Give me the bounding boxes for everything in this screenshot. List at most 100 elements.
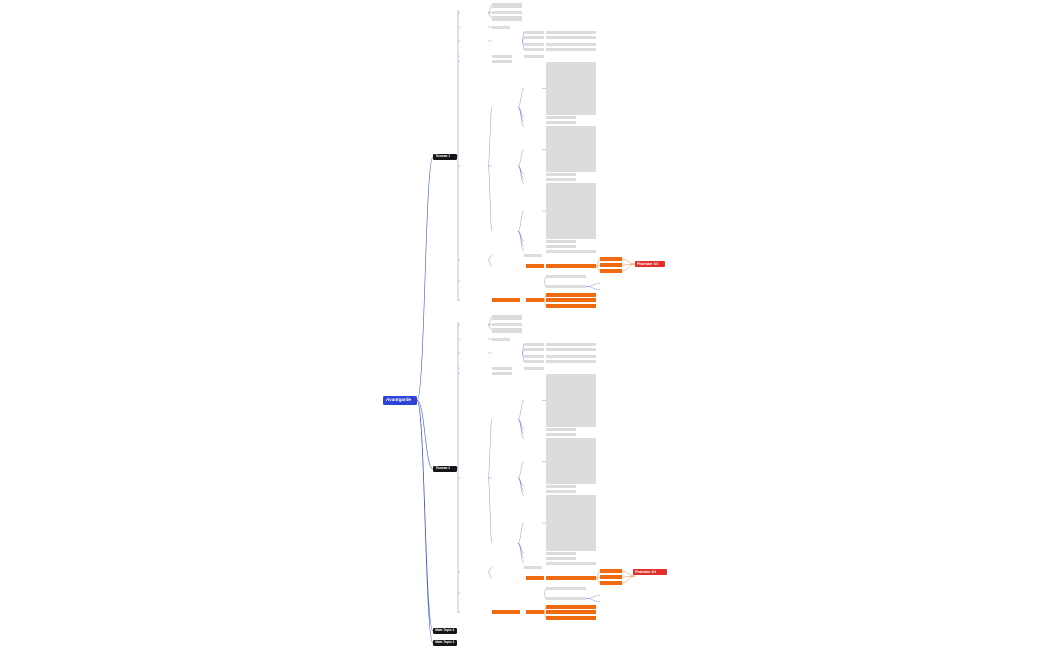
level1-node[interactable] (460, 26, 488, 29)
level1-node[interactable] (460, 477, 488, 480)
cell-node[interactable] (546, 47, 596, 51)
leaf-node[interactable] (546, 285, 586, 288)
orange-leaf-node[interactable] (600, 581, 622, 585)
level2-node[interactable] (492, 40, 522, 43)
level3-node[interactable] (524, 522, 542, 525)
level3-node[interactable] (524, 240, 542, 243)
cell-node[interactable] (524, 354, 544, 358)
level1-node[interactable] (460, 259, 488, 262)
leaf-node[interactable] (492, 55, 512, 58)
level2-node[interactable] (492, 106, 518, 109)
orange-leaf-node[interactable] (600, 269, 622, 273)
level3-node[interactable] (524, 433, 542, 436)
level3-node[interactable] (524, 485, 542, 488)
orange-leaf-node[interactable] (600, 257, 622, 261)
main-topic-1[interactable]: Thomas 1 (433, 154, 457, 160)
cell-node[interactable] (546, 42, 596, 46)
level1-node[interactable] (460, 40, 488, 43)
level2-node[interactable] (492, 566, 520, 569)
orange-leaf-node[interactable] (600, 575, 622, 579)
level3-node[interactable] (524, 126, 542, 129)
level3-node[interactable] (524, 438, 542, 441)
orange-leaf-node[interactable] (546, 304, 596, 308)
text-block-node[interactable] (546, 127, 596, 172)
level3-node[interactable] (524, 121, 542, 124)
level2-node[interactable] (492, 280, 520, 283)
cell-node[interactable] (524, 347, 544, 351)
leaf-node[interactable] (546, 249, 596, 253)
level3-node[interactable] (524, 116, 542, 119)
level1-node[interactable] (460, 12, 488, 15)
level4-node[interactable] (600, 288, 622, 291)
level1-node[interactable] (460, 611, 488, 614)
leaf-node[interactable] (546, 115, 576, 119)
leaf-node[interactable] (546, 551, 576, 555)
level3-node[interactable] (524, 173, 542, 176)
cell-node[interactable] (524, 47, 544, 51)
level3-node[interactable] (524, 562, 542, 565)
level2-node[interactable] (492, 254, 520, 257)
level2-node[interactable] (492, 592, 520, 595)
leaf-node[interactable] (546, 489, 576, 493)
level2-node[interactable] (492, 542, 518, 545)
text-block-node[interactable] (546, 62, 596, 115)
level3-node[interactable] (524, 210, 542, 213)
cell-node[interactable] (546, 35, 596, 39)
leaf-node[interactable] (524, 367, 544, 370)
level3-node[interactable] (524, 460, 542, 463)
leaf-node[interactable] (492, 3, 522, 8)
level2-node[interactable] (492, 230, 518, 233)
text-block-node[interactable] (546, 439, 596, 484)
leaf-node[interactable] (546, 172, 576, 176)
orange-leaf-node[interactable] (546, 605, 596, 609)
level3-node[interactable] (524, 399, 542, 402)
level1-node[interactable] (460, 367, 488, 370)
level1-node[interactable] (460, 372, 488, 375)
level3-node[interactable] (524, 552, 542, 555)
orange-node[interactable] (492, 298, 520, 302)
level1-node[interactable] (460, 55, 488, 58)
orange-node[interactable] (526, 298, 544, 302)
text-block-node[interactable] (546, 183, 596, 239)
leaf-node[interactable] (492, 315, 522, 320)
cell-node[interactable] (546, 342, 596, 346)
leaf-node[interactable] (492, 328, 522, 333)
orange-leaf-node[interactable] (546, 293, 596, 297)
leaf-node[interactable] (524, 254, 542, 257)
level3-node[interactable] (524, 178, 542, 181)
orange-node[interactable] (546, 576, 596, 580)
level3-node[interactable] (524, 557, 542, 560)
text-block-node[interactable] (546, 374, 596, 427)
orange-node[interactable] (546, 264, 596, 268)
level3-node[interactable] (524, 245, 542, 248)
level3-node[interactable] (524, 87, 542, 90)
cell-node[interactable] (524, 42, 544, 46)
leaf-node[interactable] (492, 337, 510, 341)
orange-node[interactable] (526, 264, 544, 268)
leaf-node[interactable] (546, 597, 586, 600)
leaf-node[interactable] (546, 556, 576, 560)
orange-node[interactable] (526, 610, 544, 614)
level1-node[interactable] (460, 60, 488, 63)
leaf-node[interactable] (492, 25, 510, 29)
level4-node[interactable] (600, 594, 618, 597)
level3-node[interactable] (524, 183, 542, 186)
level4-node[interactable] (600, 600, 622, 603)
leaf-node[interactable] (546, 177, 576, 181)
orange-node[interactable] (526, 576, 544, 580)
callout-2[interactable]: Pharisäer 2/4 (633, 569, 667, 575)
level1-node[interactable] (460, 299, 488, 302)
level2-node[interactable] (492, 577, 520, 580)
leaf-node[interactable] (546, 120, 576, 124)
orange-node[interactable] (492, 610, 520, 614)
level1-node[interactable] (460, 280, 488, 283)
leaf-node[interactable] (546, 244, 576, 248)
level3-node[interactable] (524, 495, 542, 498)
leaf-node[interactable] (492, 11, 522, 14)
leaf-node[interactable] (524, 566, 542, 569)
cell-node[interactable] (524, 342, 544, 346)
level2-node[interactable] (492, 477, 518, 480)
level1-node[interactable] (460, 165, 488, 168)
cell-node[interactable] (546, 359, 596, 363)
level3-node[interactable] (524, 428, 542, 431)
